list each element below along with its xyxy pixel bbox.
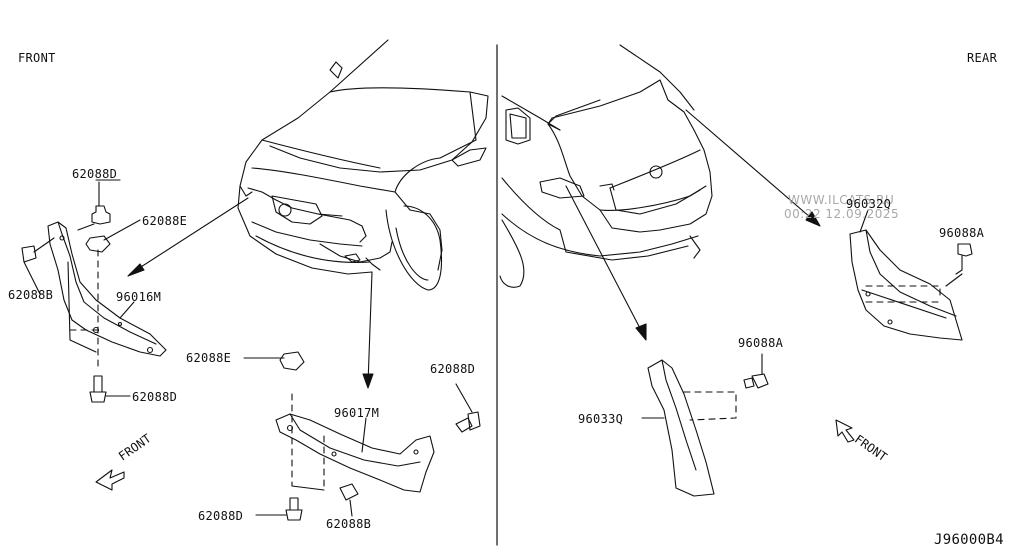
part-label-62088b[interactable]: 62088B bbox=[326, 517, 372, 531]
part-label-96088a[interactable]: 96088A bbox=[738, 336, 784, 350]
part-label-62088e[interactable]: 62088E bbox=[142, 214, 188, 228]
part-label-96032q[interactable]: 96032Q bbox=[846, 197, 892, 211]
reference-arrows bbox=[127, 109, 821, 389]
part-label-96017m[interactable]: 96017M bbox=[334, 406, 380, 420]
part-96032q-drawing bbox=[849, 209, 973, 341]
front-direction-arrows bbox=[95, 419, 855, 491]
part-label-96088a[interactable]: 96088A bbox=[939, 226, 985, 240]
watermark-line1: WWW.ILCATS.RU bbox=[788, 193, 895, 207]
watermark-line2: 00:22 12.09.2025 bbox=[784, 207, 900, 221]
front-heading: FRONT bbox=[18, 51, 56, 65]
rear-car-drawing bbox=[499, 44, 713, 288]
part-label-62088e[interactable]: 62088E bbox=[186, 351, 232, 365]
part-label-62088d[interactable]: 62088D bbox=[72, 167, 118, 181]
part-label-62088d[interactable]: 62088D bbox=[198, 509, 244, 523]
part-96017m-drawing bbox=[243, 351, 481, 521]
part-label-96016m[interactable]: 96016M bbox=[116, 290, 162, 304]
rear-heading: REAR bbox=[967, 51, 998, 65]
part-label-62088d[interactable]: 62088D bbox=[430, 362, 476, 376]
part-96016m-drawing bbox=[21, 179, 167, 403]
diagram-id: J96000B4 bbox=[934, 532, 1004, 548]
front-car-drawing bbox=[237, 39, 489, 291]
part-96033q-drawing bbox=[641, 353, 769, 497]
part-label-96033q[interactable]: 96033Q bbox=[578, 412, 624, 426]
part-label-62088d[interactable]: 62088D bbox=[132, 390, 178, 404]
part-label-62088b[interactable]: 62088B bbox=[8, 288, 54, 302]
